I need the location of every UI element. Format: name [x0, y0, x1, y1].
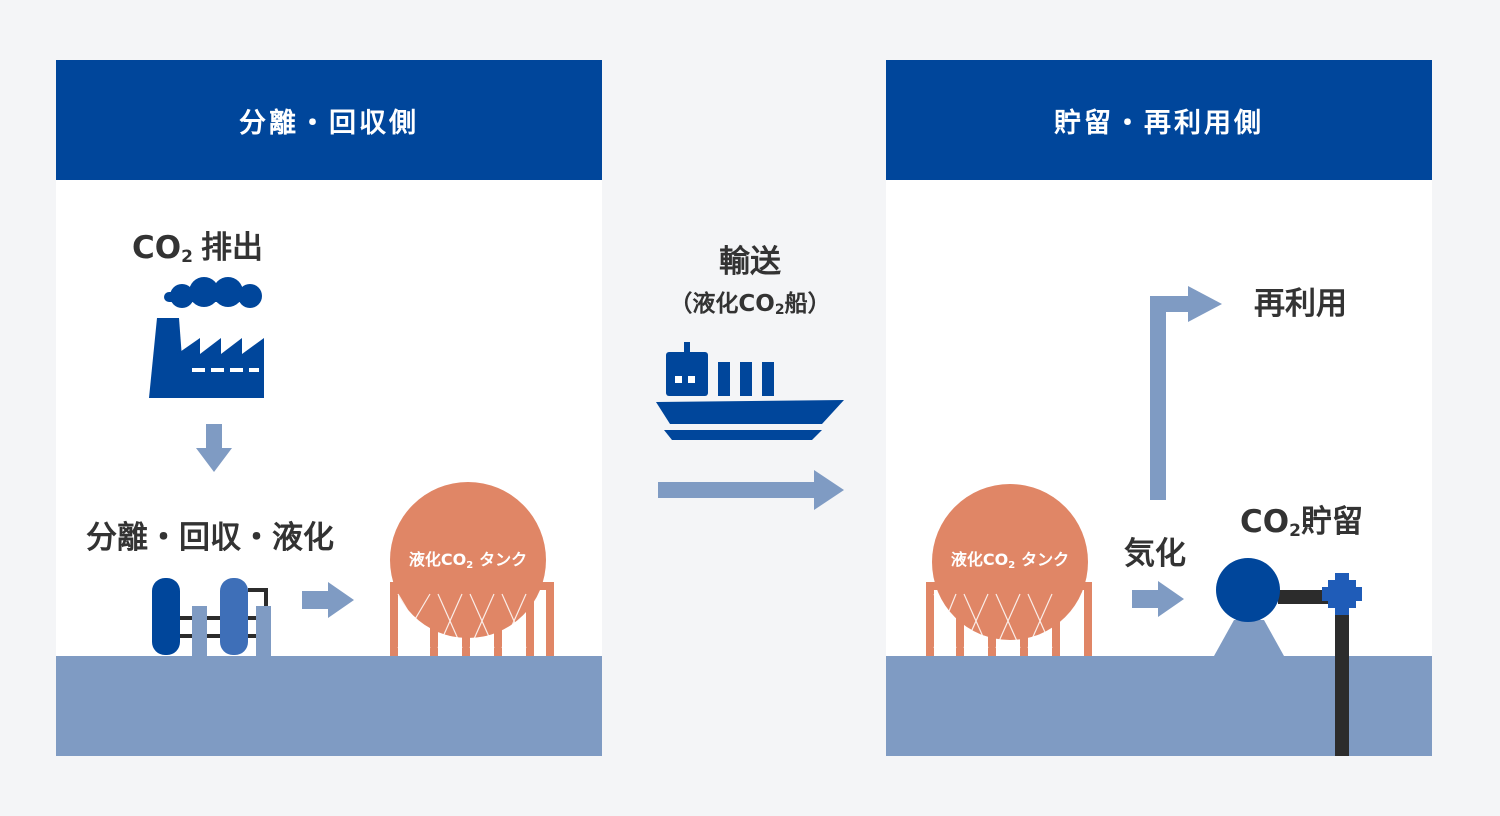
- right-arrow-icon: [302, 582, 354, 618]
- down-arrow-icon: [196, 424, 232, 472]
- co2-storage-label: CO2貯留: [1240, 504, 1363, 541]
- right-panel-illustration: [926, 286, 1362, 756]
- vaporize-arrow-icon: [1132, 581, 1184, 617]
- reuse-label: 再利用: [1254, 286, 1347, 322]
- storage-reuse-panel: 貯留・再利用側: [886, 60, 1432, 756]
- factory-icon: [149, 277, 264, 398]
- liquefied-co2-tank-icon: [390, 482, 554, 656]
- ship-icon: [656, 342, 844, 440]
- liquefied-co2-tank-icon-right: [926, 484, 1092, 656]
- separation-recovery-liquefaction-label: 分離・回収・液化: [86, 520, 334, 556]
- transport-title: 輸送: [719, 244, 781, 280]
- separation-equipment-icon: [152, 578, 271, 656]
- ground-right: [886, 656, 1432, 756]
- transport-arrow-icon: [658, 470, 844, 510]
- panel-header-right: 貯留・再利用側: [886, 60, 1432, 180]
- vaporize-label: 気化: [1124, 536, 1186, 572]
- left-panel-illustration: [149, 277, 554, 656]
- reuse-arrow-icon: [1150, 286, 1222, 500]
- transport-subtitle: （液化CO2船）: [669, 291, 831, 318]
- storage-pipe: [1335, 656, 1349, 756]
- panel-header-left: 分離・回収側: [56, 60, 602, 180]
- ground-left: [56, 656, 602, 756]
